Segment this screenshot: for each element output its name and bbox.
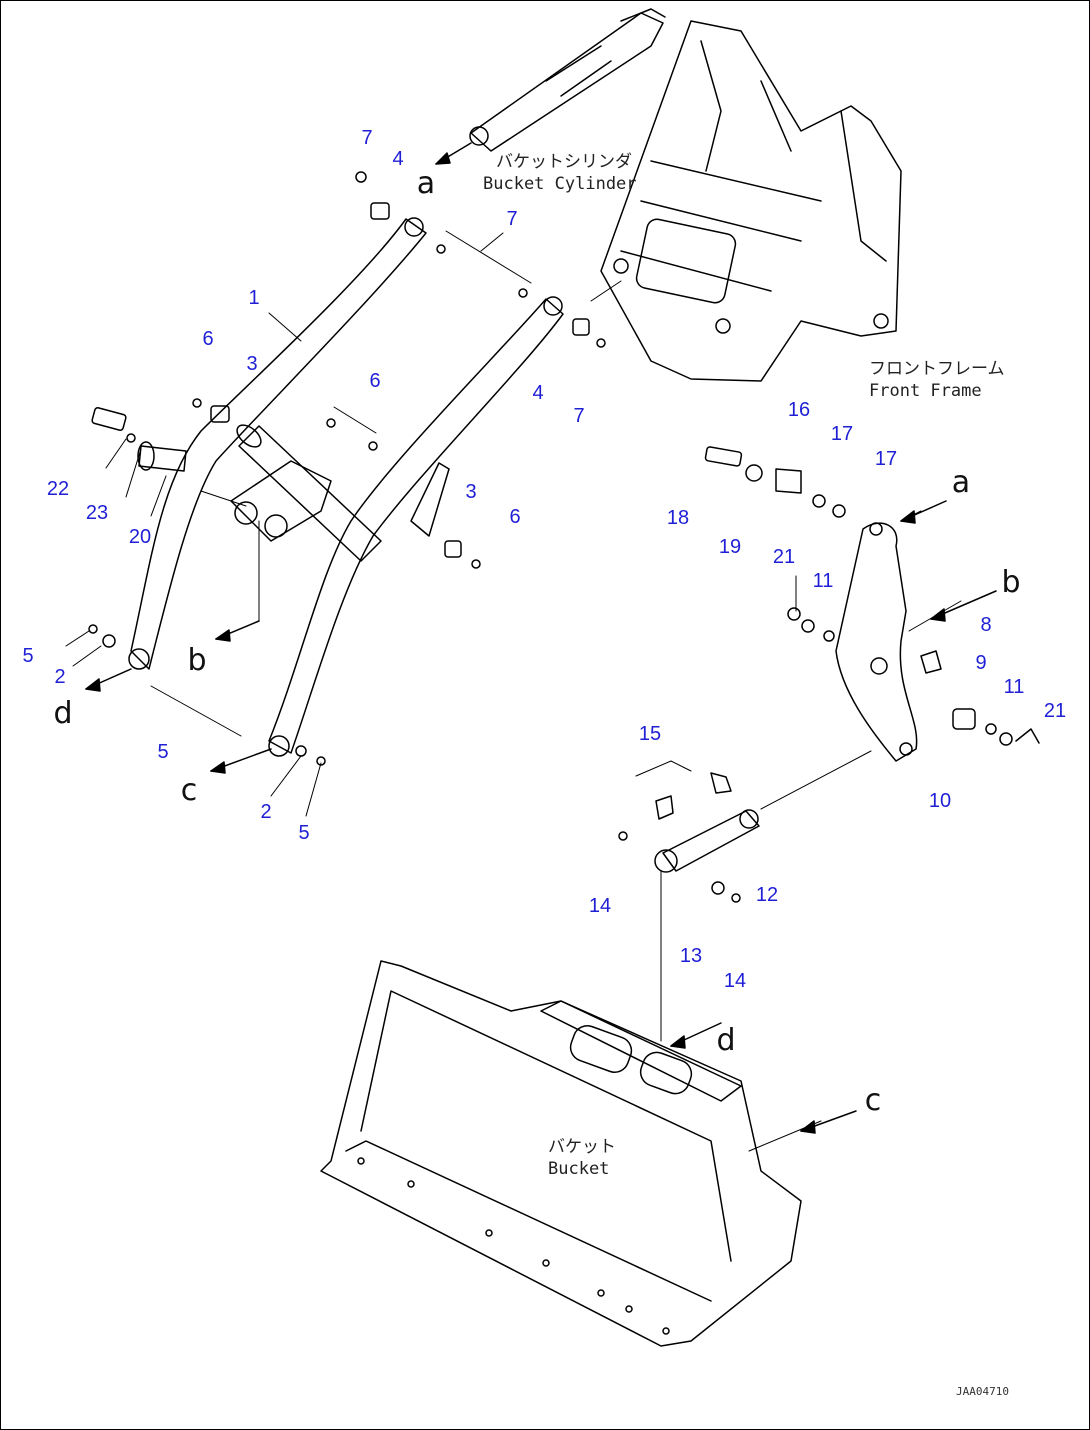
part-callout: 8	[980, 614, 992, 636]
bucket-cylinder-outline	[469, 8, 666, 152]
caption-bucket-cylinder-en: Bucket Cylinder	[483, 174, 637, 194]
part-callout: 7	[506, 208, 518, 230]
part-callout: 3	[465, 481, 477, 503]
part-callout: 11	[1003, 676, 1025, 698]
pin-group-left	[88, 407, 326, 766]
part-callout: 22	[46, 478, 70, 500]
part-callout: 5	[22, 645, 34, 667]
part-callout: 11	[812, 570, 834, 592]
part-callout: 18	[666, 507, 690, 529]
part-callout: 12	[755, 884, 779, 906]
part-callout: 17	[830, 423, 854, 445]
part-callout: 5	[298, 822, 310, 844]
cross-tube	[230, 424, 382, 562]
part-callout: 6	[509, 506, 521, 528]
ref-letter: b	[187, 643, 207, 678]
ref-letter: b	[1001, 565, 1021, 600]
ref-letter: d	[53, 696, 73, 731]
part-callout: 13	[679, 945, 703, 967]
caption-bucket-en: Bucket	[548, 1159, 610, 1179]
ref-letter: a	[951, 465, 971, 500]
part-callout: 6	[202, 328, 214, 350]
ref-letter: c	[180, 773, 198, 808]
bucket-outline	[320, 960, 802, 1347]
part-callout: 5	[157, 741, 169, 763]
caption-front-frame-en: Front Frame	[869, 381, 982, 401]
link-plate	[410, 462, 450, 537]
part-callout: 7	[361, 127, 373, 149]
caption-front-frame-jp: フロントフレーム	[869, 359, 1005, 379]
ref-letter: d	[716, 1023, 736, 1058]
part-callout: 14	[723, 970, 747, 992]
part-callout: 9	[975, 652, 987, 674]
front-frame-outline	[600, 20, 902, 382]
part-callout: 17	[874, 448, 898, 470]
boom-right-arm	[268, 296, 564, 757]
part-callout: 15	[638, 723, 662, 745]
leader-lines	[65, 230, 962, 1152]
bellcrank-hardware	[704, 446, 1040, 746]
part-callout: 23	[85, 502, 109, 524]
part-callout: 1	[248, 287, 260, 309]
part-callout: 14	[588, 895, 612, 917]
bell-crank	[835, 522, 918, 762]
ref-letter: a	[416, 166, 436, 201]
part-callout: 16	[787, 399, 811, 421]
part-callout: 2	[260, 801, 272, 823]
part-callout: 6	[369, 370, 381, 392]
bushings-top	[192, 171, 606, 569]
part-callout: 19	[718, 536, 742, 558]
part-callout: 10	[928, 790, 952, 812]
boom-left-arm	[128, 217, 427, 670]
caption-bucket-cylinder-jp: バケットシリンダ	[496, 152, 632, 172]
part-callout: 4	[392, 148, 404, 170]
part-callout: 2	[54, 666, 66, 688]
part-callout: 21	[772, 546, 796, 568]
reference-arrows	[85, 142, 997, 1134]
figure-number: JAA04710	[956, 1385, 1009, 1398]
caption-bucket-jp: バケット	[548, 1137, 616, 1157]
part-callout: 7	[573, 405, 585, 427]
part-callout: 20	[128, 526, 152, 548]
ref-letter: c	[864, 1083, 882, 1118]
part-callout: 3	[246, 353, 258, 375]
dump-link	[618, 772, 760, 903]
part-callout: 4	[532, 382, 544, 404]
part-callout: 21	[1043, 700, 1067, 722]
